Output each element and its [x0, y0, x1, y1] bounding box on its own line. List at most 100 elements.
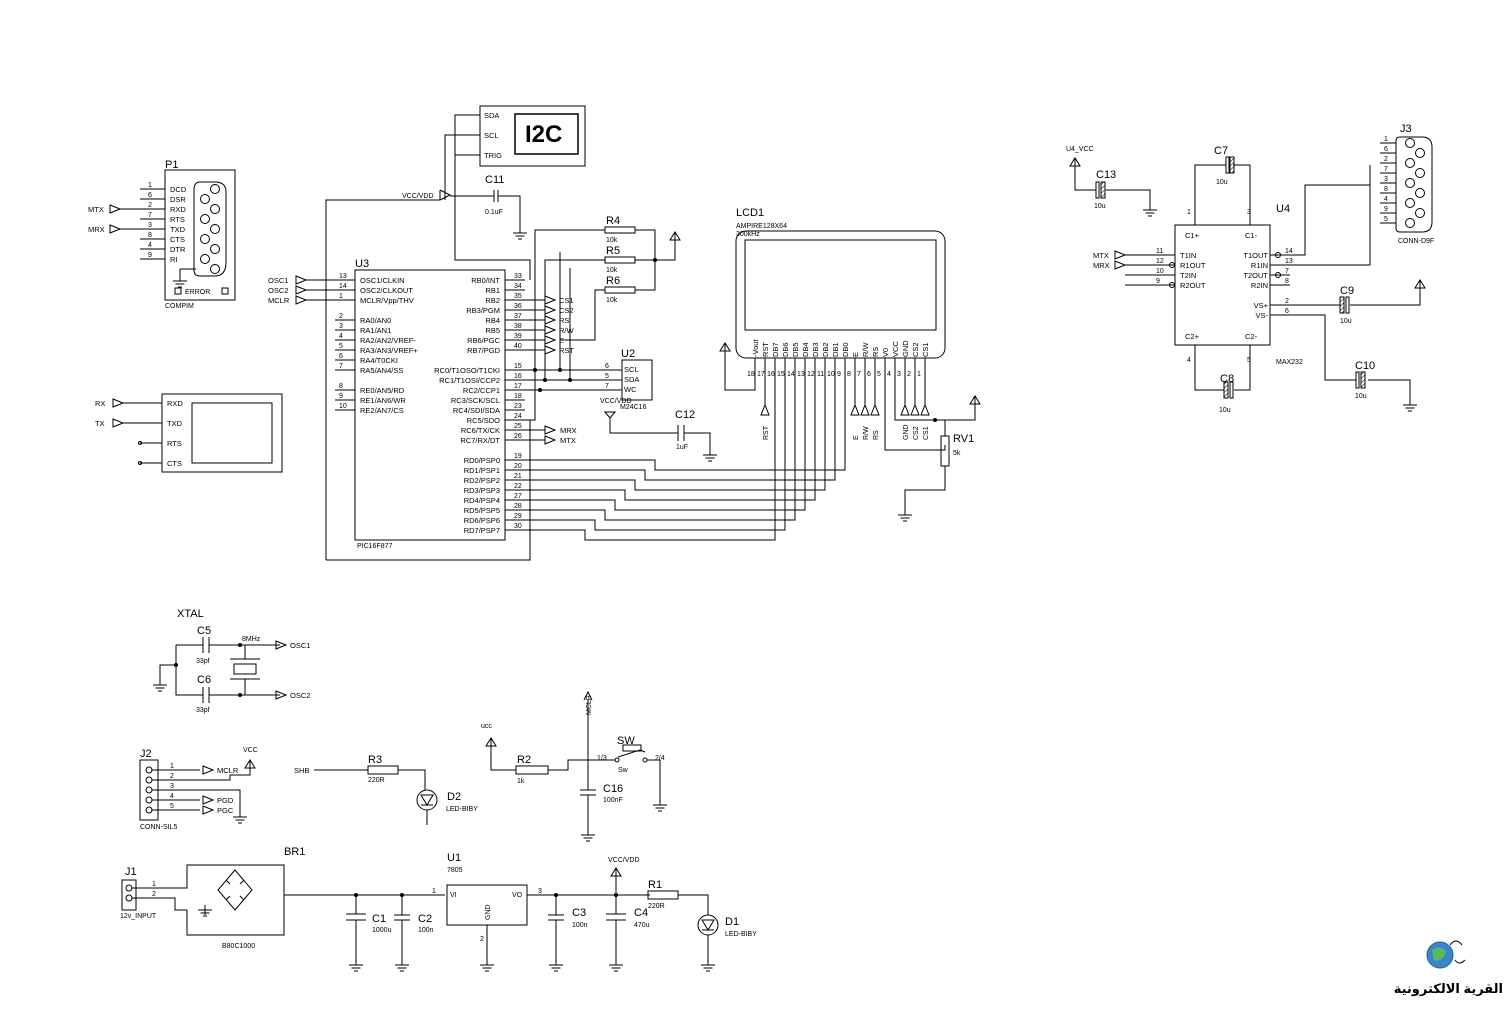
- svg-text:C2-: C2-: [1245, 332, 1258, 341]
- svg-text:GND: GND: [901, 340, 910, 357]
- svg-text:CS2: CS2: [913, 426, 920, 440]
- svg-text:MTX: MTX: [1093, 251, 1109, 260]
- svg-text:CS1: CS1: [559, 296, 574, 305]
- svg-text:RI: RI: [170, 255, 178, 264]
- svg-text:3: 3: [1247, 209, 1251, 216]
- svg-text:RD6/PSP6: RD6/PSP6: [464, 516, 500, 525]
- svg-text:6: 6: [605, 363, 609, 370]
- svg-text:1k: 1k: [517, 778, 525, 785]
- svg-text:7805: 7805: [447, 867, 463, 874]
- svg-text:OSC2/CLKOUT: OSC2/CLKOUT: [360, 286, 413, 295]
- site-logo: [1426, 940, 1466, 969]
- svg-text:DB7: DB7: [771, 342, 780, 357]
- svg-text:J1: J1: [125, 866, 137, 878]
- svg-text:6: 6: [148, 192, 152, 199]
- svg-text:I2C: I2C: [525, 121, 562, 148]
- svg-text:4: 4: [887, 371, 891, 378]
- svg-text:12: 12: [807, 371, 815, 378]
- i2c-module: I2C SDA SCL TRIG: [444, 105, 586, 280]
- svg-text:TXD: TXD: [170, 225, 186, 234]
- svg-text:R/W: R/W: [863, 426, 870, 440]
- svg-text:RV1: RV1: [953, 433, 974, 445]
- lcd-net-e: E: [850, 375, 860, 440]
- svg-text:9: 9: [148, 252, 152, 259]
- svg-text:C1: C1: [372, 913, 386, 925]
- svg-text:220R: 220R: [368, 777, 385, 784]
- svg-text:10u: 10u: [1340, 318, 1352, 325]
- svg-text:CTS: CTS: [167, 459, 182, 468]
- svg-text:C1+: C1+: [1185, 231, 1200, 240]
- svg-text:4: 4: [1384, 196, 1388, 203]
- svg-text:7: 7: [1285, 268, 1289, 275]
- svg-text:C10: C10: [1355, 360, 1375, 372]
- j3-pin-3: 3: [1380, 176, 1415, 188]
- svg-text:17: 17: [514, 383, 522, 390]
- svg-text:3: 3: [1384, 176, 1388, 183]
- svg-text:TX: TX: [95, 419, 105, 428]
- u3-input-nets: OSC1 OSC2 MCLR: [268, 275, 335, 305]
- svg-text:RD1/PSP1: RD1/PSP1: [464, 466, 500, 475]
- j3-pin-1: 1: [1380, 136, 1415, 148]
- svg-text:7: 7: [148, 212, 152, 219]
- svg-text:RD4/PSP4: RD4/PSP4: [464, 496, 500, 505]
- j3-pin-6: 6: [1380, 146, 1425, 158]
- svg-text:8: 8: [1384, 186, 1388, 193]
- svg-text:RXD: RXD: [170, 205, 186, 214]
- svg-text:RA1/AN1: RA1/AN1: [360, 326, 391, 335]
- svg-text:R1OUT: R1OUT: [1180, 261, 1206, 270]
- svg-text:RC6/TX/CK: RC6/TX/CK: [461, 426, 500, 435]
- svg-text:2: 2: [170, 773, 174, 780]
- svg-text:5: 5: [877, 371, 881, 378]
- svg-text:RD7/PSP7: RD7/PSP7: [464, 526, 500, 535]
- rd-bus-wire: [525, 375, 846, 471]
- svg-text:RB2: RB2: [485, 296, 500, 305]
- svg-text:MRX: MRX: [1093, 261, 1110, 270]
- svg-text:RB3/PGM: RB3/PGM: [466, 306, 500, 315]
- svg-text:8: 8: [148, 232, 152, 239]
- p1-pin-rts: 7 RTS: [140, 212, 210, 224]
- svg-text:OSC1: OSC1: [268, 276, 288, 285]
- lcd-net-cs1: CS1: [920, 375, 930, 440]
- svg-text:DB2: DB2: [821, 342, 830, 357]
- svg-text:T1IN: T1IN: [1180, 251, 1196, 260]
- svg-text:14: 14: [339, 283, 347, 290]
- svg-text:10k: 10k: [606, 267, 618, 274]
- lcd-net-gnd: GND: [900, 375, 910, 440]
- svg-text:R6: R6: [606, 275, 620, 287]
- svg-text:33pf: 33pf: [196, 707, 210, 714]
- p1-pin-ri: 9 RI: [140, 252, 210, 264]
- svg-text:37: 37: [514, 313, 522, 320]
- svg-text:C2: C2: [418, 913, 432, 925]
- svg-text:24: 24: [514, 413, 522, 420]
- svg-text:RTS: RTS: [170, 215, 185, 224]
- svg-text:5: 5: [170, 803, 174, 810]
- svg-text:14: 14: [787, 371, 795, 378]
- svg-text:220R: 220R: [648, 903, 665, 910]
- lcd-pin-5: V05: [877, 348, 890, 378]
- svg-text:RST: RST: [559, 346, 574, 355]
- svg-text:VI: VI: [450, 892, 457, 899]
- svg-text:9: 9: [339, 393, 343, 400]
- svg-text:6: 6: [1384, 146, 1388, 153]
- svg-text:MCLR: MCLR: [217, 766, 239, 775]
- svg-text:3: 3: [148, 222, 152, 229]
- svg-text:RST: RST: [761, 342, 770, 357]
- lcd-net-cs2: CS2: [910, 375, 920, 440]
- u3-pin-14: 14 OSC2/CLKOUT: [335, 283, 413, 295]
- svg-text:R2: R2: [517, 754, 531, 766]
